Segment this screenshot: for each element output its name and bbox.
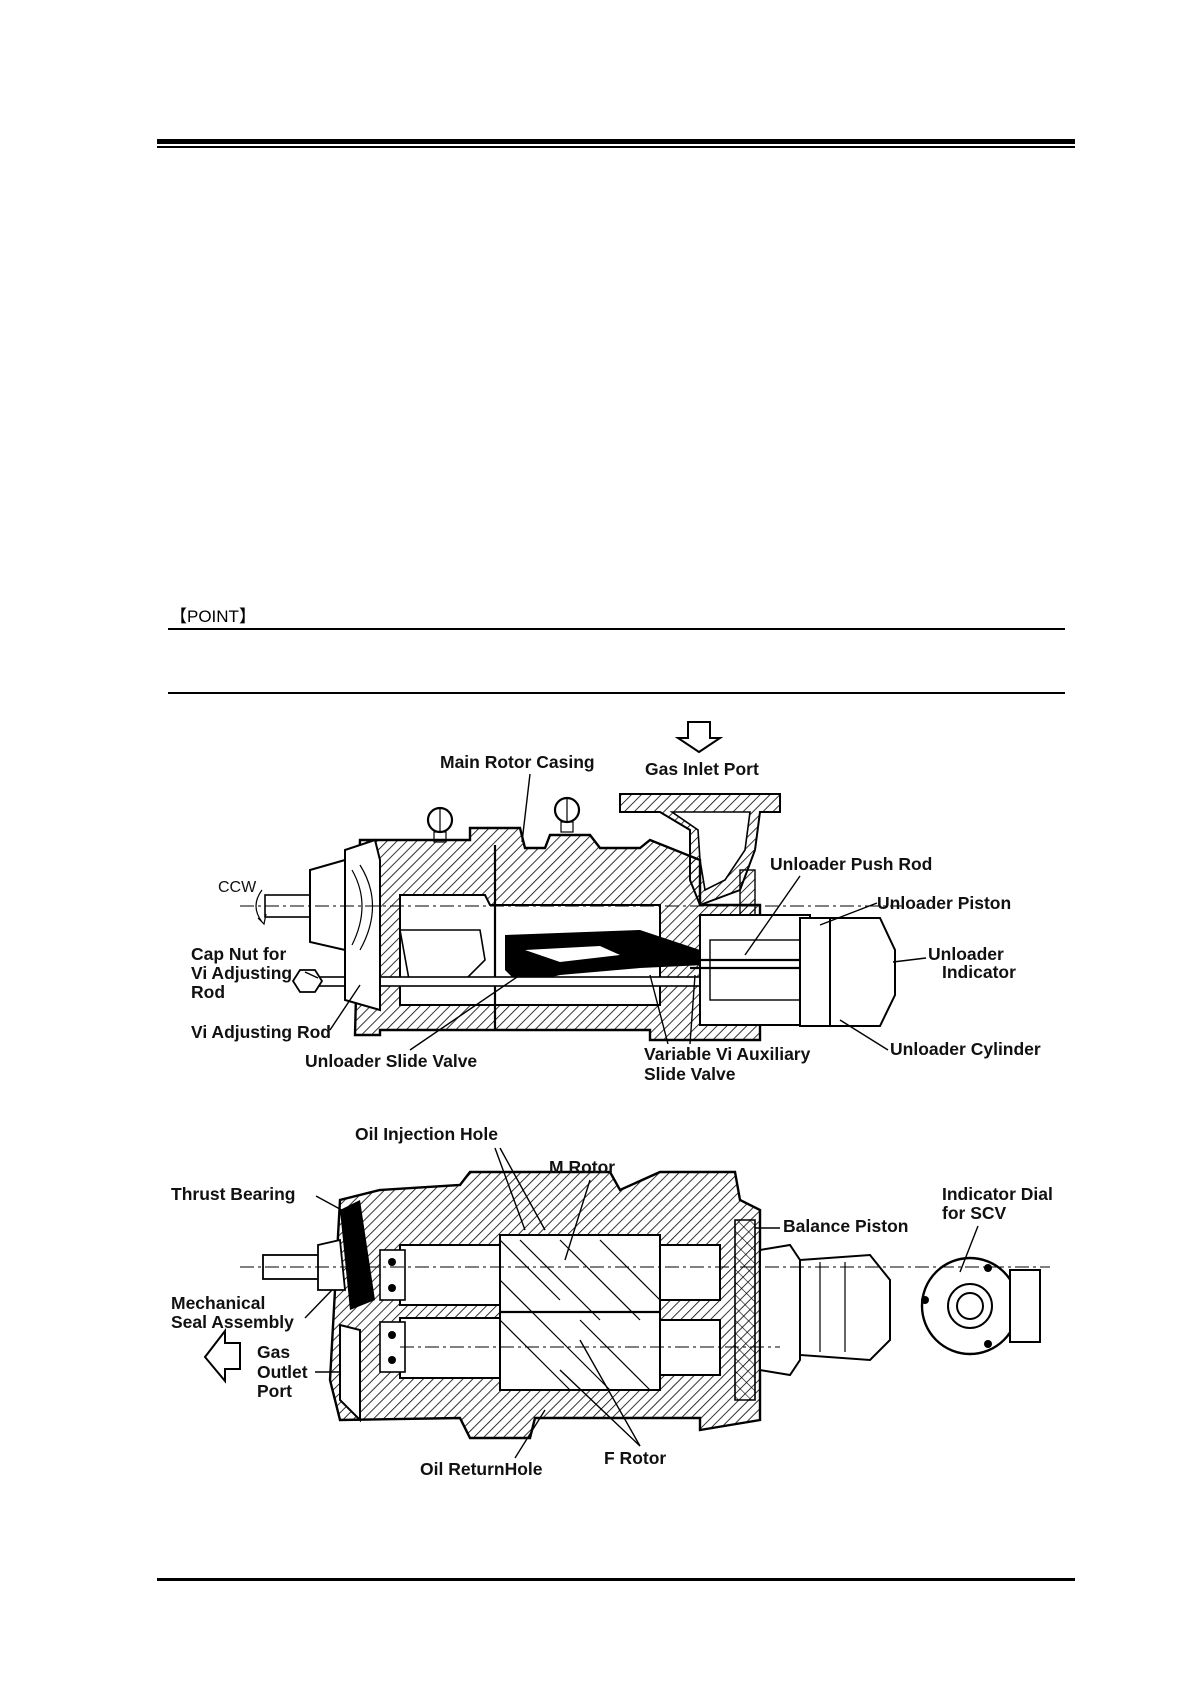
lifting-eye-left-icon <box>426 806 454 843</box>
label-ccw: CCW <box>218 879 257 896</box>
upper-cross-section <box>240 721 905 1042</box>
down-arrow-icon <box>674 721 724 754</box>
label-m-rotor: M Rotor <box>549 1157 615 1177</box>
header-rule-thick <box>157 139 1075 144</box>
scv-indicator-dial-icon <box>920 1256 1041 1356</box>
label-gas-outlet-line3: Port <box>257 1381 292 1401</box>
label-balance-piston: Balance Piston <box>783 1216 908 1236</box>
label-unloader-indicator-line2: Indicator <box>942 962 1016 982</box>
lower-cross-section <box>203 1170 1050 1440</box>
label-variable-vi-line2: Slide Valve <box>644 1064 736 1084</box>
point-rule-bottom <box>168 692 1065 694</box>
label-cap-nut-line3: Rod <box>191 982 225 1002</box>
label-gas-outlet-line1: Gas <box>257 1342 290 1362</box>
label-unloader-piston: Unloader Piston <box>877 893 1011 913</box>
label-mechanical-seal-line1: Mechanical <box>171 1293 265 1313</box>
label-indicator-dial-line1: Indicator Dial <box>942 1184 1053 1204</box>
label-cap-nut-line1: Cap Nut for <box>191 944 286 964</box>
label-unloader-indicator-line1: Unloader <box>928 944 1004 964</box>
label-unloader-push-rod: Unloader Push Rod <box>770 854 932 874</box>
lifting-eye-right-icon <box>553 796 581 833</box>
label-oil-return-hole: Oil ReturnHole <box>420 1459 543 1479</box>
label-gas-inlet-port: Gas Inlet Port <box>645 759 759 779</box>
label-gas-outlet-line2: Outlet <box>257 1362 308 1382</box>
left-arrow-icon <box>203 1328 241 1384</box>
label-cap-nut-line2: Vi Adjusting <box>191 963 292 983</box>
label-main-rotor-casing: Main Rotor Casing <box>440 752 595 772</box>
label-vi-adjusting-rod: Vi Adjusting Rod <box>191 1022 331 1042</box>
label-unloader-slide-valve: Unloader Slide Valve <box>305 1051 477 1071</box>
rotation-arrow-icon <box>255 889 267 926</box>
label-f-rotor: F Rotor <box>604 1448 666 1468</box>
label-unloader-cylinder: Unloader Cylinder <box>890 1039 1041 1059</box>
point-rule-top <box>168 628 1065 630</box>
rotor-helix-pattern <box>499 1239 661 1391</box>
label-mechanical-seal-line2: Seal Assembly <box>171 1312 294 1332</box>
label-variable-vi-line1: Variable Vi Auxiliary <box>644 1044 811 1064</box>
header-rule-thin <box>157 146 1075 148</box>
label-thrust-bearing: Thrust Bearing <box>171 1184 295 1204</box>
label-indicator-dial-line2: for SCV <box>942 1203 1007 1223</box>
label-oil-injection-hole: Oil Injection Hole <box>355 1124 498 1144</box>
footer-rule <box>157 1578 1075 1581</box>
point-heading: 【POINT】 <box>170 607 256 626</box>
